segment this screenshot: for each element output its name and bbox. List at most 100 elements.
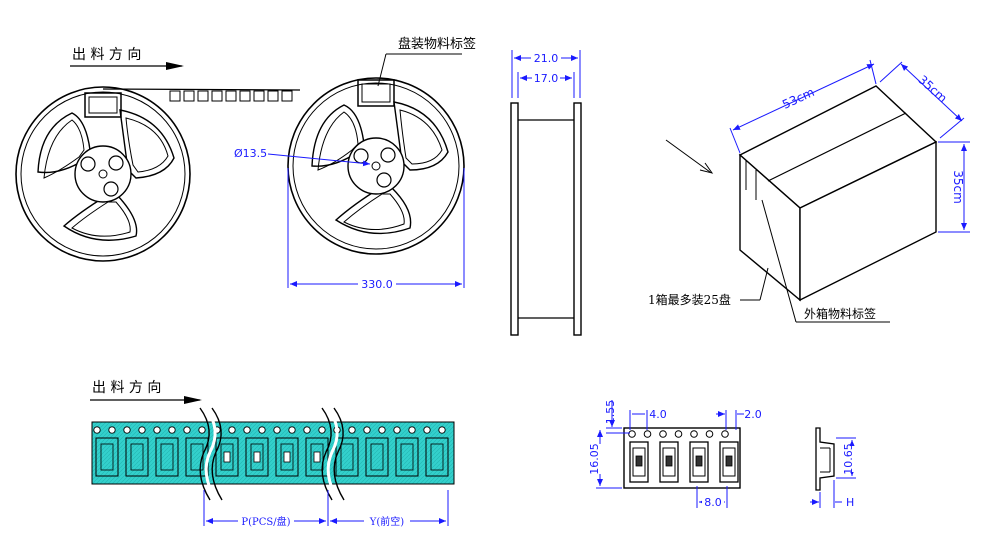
- reel-width-inner-value: 17.0: [534, 72, 559, 85]
- hole-offset-value: 1.55: [604, 400, 617, 425]
- sprocket-hole: [363, 426, 371, 434]
- tape-detail: 1.55 16.05 4.0 2.0 8.0: [588, 400, 762, 509]
- carrier-tape-layout: 出 料 方 向 P(PCS/盘) Y(前空): [90, 380, 455, 528]
- box-width-value: 35cm: [916, 73, 950, 106]
- sprocket-hole: [153, 426, 161, 434]
- sprocket-hole: [108, 426, 116, 434]
- tape-pocket: [629, 441, 649, 483]
- reel-outer-rim: [15, 86, 191, 262]
- component: [253, 451, 261, 463]
- box-length-dimension: [732, 63, 875, 131]
- component: [313, 451, 321, 463]
- hub-diameter-leader: [267, 153, 371, 167]
- tape-pocket: [395, 437, 419, 477]
- tape-pocket: [125, 437, 149, 477]
- tape-width-value: 16.05: [588, 443, 601, 475]
- sprocket-hole: [258, 426, 266, 434]
- pocket-depth-value: 10.65: [842, 443, 855, 475]
- reel-hub: [74, 145, 132, 203]
- sprocket-hole: [198, 426, 206, 434]
- reel-front-dimensioned: 盘装物料标签 Ø13.5 330.0: [234, 36, 476, 291]
- box-width-dimension: [900, 63, 963, 122]
- tape-pocket: [659, 441, 679, 483]
- spoke-cutout: [62, 195, 138, 241]
- tape-pocket: [245, 437, 269, 477]
- box-height-value: 35cm: [951, 170, 965, 204]
- sprocket-hole: [123, 426, 131, 434]
- hub-diameter-value: Ø13.5: [234, 147, 267, 160]
- tape-break-mark: [199, 407, 211, 501]
- view-arrow: [699, 162, 714, 174]
- tape-pocket: [365, 437, 389, 477]
- tape-pocket: [719, 441, 739, 483]
- tape-pocket: [689, 441, 709, 483]
- box-length-value: 53cm: [780, 85, 816, 112]
- sprocket-hole: [674, 430, 683, 438]
- pocket-pitch-value: 8.0: [704, 496, 722, 509]
- sprocket-hole: [318, 426, 326, 434]
- feed-direction-label: 出 料 方 向: [72, 47, 141, 63]
- sprocket-hole: [168, 426, 176, 434]
- tape-pocket: [305, 437, 329, 477]
- tape-pocket: [275, 437, 299, 477]
- reel-outer-rim: [287, 77, 465, 255]
- sprocket-hole: [423, 426, 431, 434]
- sprocket-hole: [273, 426, 281, 434]
- sprocket-hole: [690, 430, 698, 438]
- carrier-tape: [91, 421, 455, 485]
- reel-inner-rim: [20, 91, 186, 257]
- reel-hub: [347, 137, 405, 195]
- spoke-cutout: [37, 112, 91, 174]
- component: [695, 455, 703, 467]
- spoke-cutout: [119, 109, 175, 179]
- tape-pocket: [155, 437, 179, 477]
- tape-pocket: [95, 437, 119, 477]
- sprocket-hole: [228, 426, 236, 434]
- tape-break-mark: [321, 407, 333, 501]
- reel-label-window: [84, 92, 122, 118]
- component: [223, 451, 231, 463]
- component: [725, 455, 733, 467]
- sprocket-hole: [138, 426, 146, 434]
- tape-side-profile: 10.65 H: [810, 427, 859, 509]
- reel-flange-left: [510, 102, 519, 336]
- carrier-tape-strip: [102, 88, 301, 102]
- sprocket-hole: [243, 426, 251, 434]
- reel-diameter-value: 330.0: [361, 278, 393, 291]
- sprocket-hole: [408, 426, 416, 434]
- sprocket-hole: [438, 426, 446, 434]
- component: [283, 451, 291, 463]
- reel-label-window: [357, 79, 395, 107]
- component: [665, 455, 673, 467]
- box-quantity-note: 1箱最多装25盘: [648, 292, 731, 307]
- sprocket-hole: [721, 430, 729, 438]
- sprocket-hole: [378, 426, 386, 434]
- y-dimension-label: Y(前空): [369, 515, 405, 528]
- box-side-face: [799, 140, 937, 302]
- sprocket-hole: [643, 430, 652, 438]
- sprocket-hole: [303, 426, 311, 434]
- reel-flange-right: [573, 102, 582, 336]
- feed-direction-arrowhead: [166, 62, 184, 70]
- sprocket-hole: [348, 426, 356, 434]
- tape-profile-outline: [815, 427, 835, 491]
- hole-to-pocket-value: 2.0: [744, 408, 762, 421]
- sprocket-hole: [628, 430, 636, 438]
- reel-width-outer-value: 21.0: [534, 52, 559, 65]
- sprocket-hole: [705, 430, 714, 438]
- feed-direction-label: 出 料 方 向: [92, 380, 161, 396]
- sprocket-hole: [288, 426, 296, 434]
- component: [635, 455, 643, 467]
- tape-pocket: [215, 437, 239, 477]
- p-dimension-label: P(PCS/盘): [241, 515, 290, 528]
- hole-pitch-value: 4.0: [649, 408, 667, 421]
- box-label-caption: 外箱物料标签: [804, 306, 876, 321]
- reel-front-left: 出 料 方 向: [15, 47, 301, 262]
- reel-label-caption: 盘装物料标签: [398, 36, 476, 52]
- shipping-box: 53cm 35cm 35cm 1箱最多装25盘 外箱物料标签: [648, 59, 970, 323]
- sprocket-hole: [393, 426, 401, 434]
- sprocket-hole: [93, 426, 101, 434]
- reel-side-view: 21.0 17.0: [510, 50, 582, 336]
- tape-pocket: [425, 437, 449, 477]
